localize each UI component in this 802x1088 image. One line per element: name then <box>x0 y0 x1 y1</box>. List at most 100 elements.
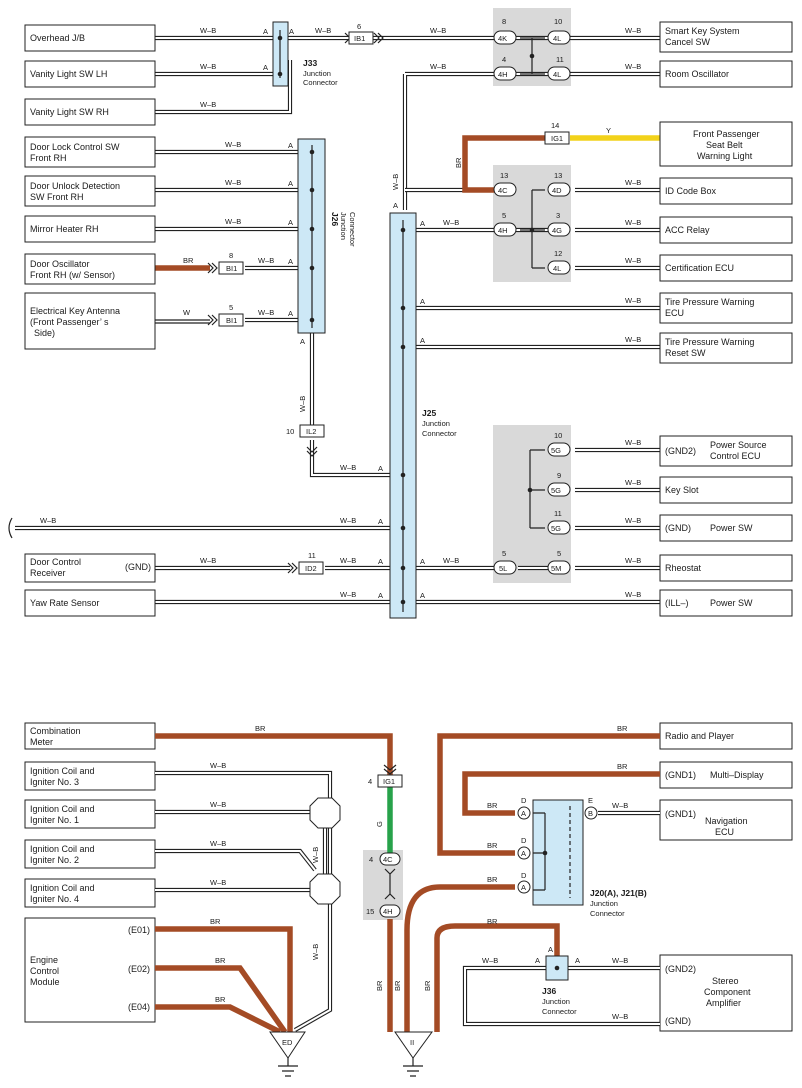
svg-text:4H: 4H <box>498 70 508 79</box>
svg-text:W–B: W–B <box>340 516 356 525</box>
svg-text:A: A <box>521 809 526 818</box>
bi1-a-label: BI1 <box>226 264 237 273</box>
svg-text:4C: 4C <box>498 186 508 195</box>
svg-text:4L: 4L <box>553 264 561 273</box>
svg-text:5M: 5M <box>551 564 561 573</box>
svg-text:5G: 5G <box>551 524 561 533</box>
svg-text:A: A <box>263 27 268 36</box>
junction-labels-bottom: J20(A), J21(B) Junction Connector J36 Ju… <box>542 888 647 1016</box>
svg-text:A: A <box>420 336 425 345</box>
svg-text:W–B: W–B <box>200 26 216 35</box>
svg-text:BR: BR <box>183 256 194 265</box>
ground-ed: ED <box>269 1031 306 1077</box>
svg-text:Navigation: Navigation <box>705 816 748 826</box>
door-osc-label-2: Front RH (w/ Sensor) <box>30 270 115 280</box>
smart-key-label-2: Cancel SW <box>665 37 711 47</box>
vanity-rh-label: Vanity Light SW RH <box>30 107 109 117</box>
smart-key-label-1: Smart Key System <box>665 26 740 36</box>
rheostat-label: Rheostat <box>665 563 702 573</box>
svg-text:4K: 4K <box>498 34 507 43</box>
room-osc-label: Room Oscillator <box>665 69 729 79</box>
svg-text:J36: J36 <box>542 986 556 996</box>
cert-ecu-label: Certification ECU <box>665 263 734 273</box>
j26-label-1: Junction <box>339 212 348 240</box>
svg-text:IG1: IG1 <box>383 777 395 786</box>
svg-text:ED: ED <box>282 1038 293 1047</box>
svg-text:BR: BR <box>487 841 498 850</box>
j25-label-1: Junction <box>422 419 450 428</box>
svg-text:Combination: Combination <box>30 726 81 736</box>
svg-text:W–B: W–B <box>200 62 216 71</box>
svg-text:W–B: W–B <box>430 62 446 71</box>
svg-text:W–B: W–B <box>298 396 307 412</box>
svg-text:(GND1): (GND1) <box>665 770 696 780</box>
pin-labels: A A A A A A A A A A A A A A A A A A A <box>263 27 425 600</box>
svg-text:A: A <box>378 591 383 600</box>
svg-text:W–B: W–B <box>210 761 226 770</box>
psc-pin: (GND2) <box>665 446 696 456</box>
svg-text:BR: BR <box>487 875 498 884</box>
j33-label-2: Connector <box>303 78 338 87</box>
svg-text:Ignition Coil and: Ignition Coil and <box>30 766 95 776</box>
svg-text:12: 12 <box>554 249 562 258</box>
svg-text:Igniter No. 2: Igniter No. 2 <box>30 855 79 865</box>
svg-text:W–B: W–B <box>625 335 641 344</box>
svg-text:A: A <box>535 956 540 965</box>
svg-text:A: A <box>263 63 268 72</box>
svg-text:Module: Module <box>30 977 60 987</box>
svg-text:3: 3 <box>556 211 560 220</box>
svg-text:Radio and Player: Radio and Player <box>665 731 734 741</box>
svg-text:4: 4 <box>368 777 372 786</box>
svg-text:W–B: W–B <box>340 463 356 472</box>
svg-text:W–B: W–B <box>210 800 226 809</box>
door-unlock-label-1: Door Unlock Detection <box>30 181 120 191</box>
j20-dot <box>542 850 548 856</box>
wb-wires-bottom <box>462 810 660 1027</box>
svg-text:Control: Control <box>30 966 59 976</box>
svg-text:BR: BR <box>215 995 226 1004</box>
key-slot-label: Key Slot <box>665 485 699 495</box>
wire-code-labels-bottom: BR W–B W–B W–B W–B W–B W–B BR BR BR G BR… <box>210 724 628 1021</box>
door-osc-label-1: Door Oscillator <box>30 259 90 269</box>
svg-text:A: A <box>378 464 383 473</box>
svg-text:A: A <box>288 179 293 188</box>
svg-text:4H: 4H <box>383 907 393 916</box>
svg-text:J20(A), J21(B): J20(A), J21(B) <box>590 888 647 898</box>
j20-pins: A A A B D D D E A A A <box>517 796 598 965</box>
svg-text:W–B: W–B <box>625 556 641 565</box>
svg-text:Meter: Meter <box>30 737 53 747</box>
tpw-label-1: Tire Pressure Warning <box>665 297 754 307</box>
bottom-connectors: IG1 4 4C 4 4H 15 <box>366 764 403 918</box>
svg-text:W–B: W–B <box>612 801 628 810</box>
door-unlock-label-2: SW Front RH <box>30 192 84 202</box>
door-lock-label-2: Front RH <box>30 153 67 163</box>
psc-label-2: Control ECU <box>710 451 761 461</box>
svg-text:W–B: W–B <box>391 174 400 190</box>
svg-text:BR: BR <box>393 980 402 991</box>
j25-id: J25 <box>422 408 436 418</box>
svg-text:A: A <box>288 218 293 227</box>
bi1-b-label: BI1 <box>226 316 237 325</box>
svg-text:BR: BR <box>255 724 266 733</box>
svg-text:W–B: W–B <box>443 556 459 565</box>
svg-text:A: A <box>300 337 305 346</box>
svg-text:13: 13 <box>500 171 508 180</box>
svg-text:W–B: W–B <box>612 1012 628 1021</box>
svg-text:W–B: W–B <box>625 590 641 599</box>
svg-text:BR: BR <box>617 724 628 733</box>
oval-connectors: 4K 8 4L 10 4H 4 4L 11 4C 13 4D 13 4H 5 4… <box>493 17 571 575</box>
svg-text:A: A <box>288 309 293 318</box>
svg-text:15: 15 <box>366 907 374 916</box>
svg-text:4L: 4L <box>553 70 561 79</box>
antenna-label-1: Electrical Key Antenna <box>30 306 120 316</box>
svg-text:A: A <box>575 956 580 965</box>
svg-text:4C: 4C <box>383 855 393 864</box>
svg-text:5: 5 <box>502 211 506 220</box>
svg-text:W–B: W–B <box>612 956 628 965</box>
svg-text:W–B: W–B <box>225 217 241 226</box>
svg-text:W: W <box>183 308 191 317</box>
il2-label: IL2 <box>306 427 316 436</box>
svg-text:W–B: W–B <box>311 847 320 863</box>
svg-text:Engine: Engine <box>30 955 58 965</box>
svg-text:Junction: Junction <box>542 997 570 1006</box>
